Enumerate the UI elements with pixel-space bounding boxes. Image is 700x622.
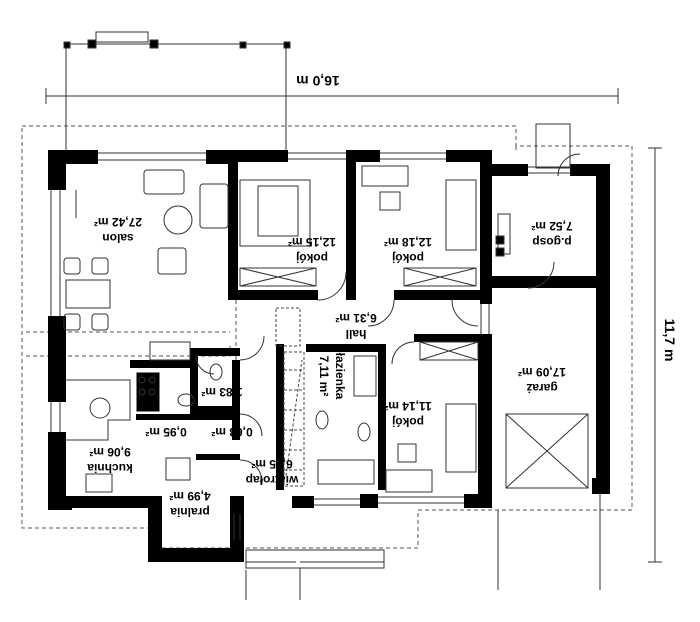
- room-kuchnia: kuchnia 9,06 m²: [87, 445, 133, 475]
- furniture: [63, 165, 589, 493]
- room-pokoj-3-name: pokój: [392, 415, 424, 429]
- room-salon: salon 27,42 m²: [94, 215, 142, 245]
- room-pralnia-area: 4,99 m²: [169, 489, 210, 503]
- room-lazienka-area: 7,11 m²: [317, 356, 331, 397]
- room-pgosp: p.gosp 7,52 m²: [531, 219, 572, 249]
- room-pokoj-2-area: 12,18 m²: [384, 235, 432, 249]
- room-pokoj-2: pokój 12,18 m²: [384, 235, 432, 265]
- room-wiatrolap-area: 6,45 m²: [251, 457, 292, 471]
- room-hall: hall 6,31 m²: [335, 311, 376, 341]
- room-garaz: garaż 17,09 m²: [518, 365, 566, 395]
- garage-driveway-lines: [497, 494, 601, 590]
- terrace-pergola: [63, 31, 291, 150]
- room-pokoj-2-name: pokój: [392, 251, 424, 265]
- room-pokoj-1-name: pokój: [296, 251, 328, 265]
- room-wiatrolap-name: wiatrołap: [246, 473, 300, 487]
- room-pralnia: pralnia 4,99 m²: [169, 489, 210, 519]
- windows: [50, 152, 570, 540]
- room-063: 0,63 m²: [211, 425, 252, 439]
- room-063-area: 0,63 m²: [211, 425, 252, 439]
- room-pralnia-name: pralnia: [170, 505, 210, 519]
- room-183-area: 1,83 m²: [201, 385, 242, 399]
- width-dimension-label: 16,0 m: [296, 73, 340, 89]
- depth-dimension-label: 11,7 m: [662, 319, 678, 362]
- room-pokoj-3: pokój 11,14 m²: [384, 399, 431, 429]
- room-garaz-area: 17,09 m²: [518, 365, 566, 379]
- room-pokoj-3-area: 11,14 m²: [384, 399, 431, 413]
- room-pgosp-area: 7,52 m²: [531, 219, 572, 233]
- width-dimension: [45, 88, 619, 104]
- room-pokoj-1-area: 12,15 m²: [288, 235, 336, 249]
- room-salon-area: 27,42 m²: [94, 215, 142, 229]
- room-hall-name: hall: [346, 327, 367, 341]
- room-lazienka-name: łazienka: [333, 353, 347, 400]
- room-095-area: 0,95 m²: [145, 425, 186, 439]
- doors: [195, 123, 581, 485]
- room-salon-name: salon: [102, 231, 133, 245]
- room-095: 0,95 m²: [145, 425, 186, 439]
- room-pgosp-name: p.gosp: [532, 235, 571, 249]
- room-lazienka: łazienka 7,11 m²: [317, 353, 347, 400]
- depth-dimension: [648, 147, 662, 563]
- room-labels: salon 27,42 m² pokój 12,15 m² pokój 12,1…: [87, 215, 573, 519]
- room-wiatrolap: wiatrołap 6,45 m²: [246, 457, 300, 487]
- roof-outline: [21, 125, 633, 549]
- room-kuchnia-name: kuchnia: [87, 461, 133, 475]
- room-pokoj-1: pokój 12,15 m²: [288, 235, 336, 265]
- walls: [48, 150, 610, 562]
- entrance-steps: [245, 549, 385, 600]
- room-garaz-name: garaż: [526, 381, 557, 395]
- room-kuchnia-area: 9,06 m²: [89, 445, 130, 459]
- interior-stair: [275, 307, 305, 487]
- room-183: 1,83 m²: [201, 385, 242, 399]
- room-hall-area: 6,31 m²: [335, 311, 376, 325]
